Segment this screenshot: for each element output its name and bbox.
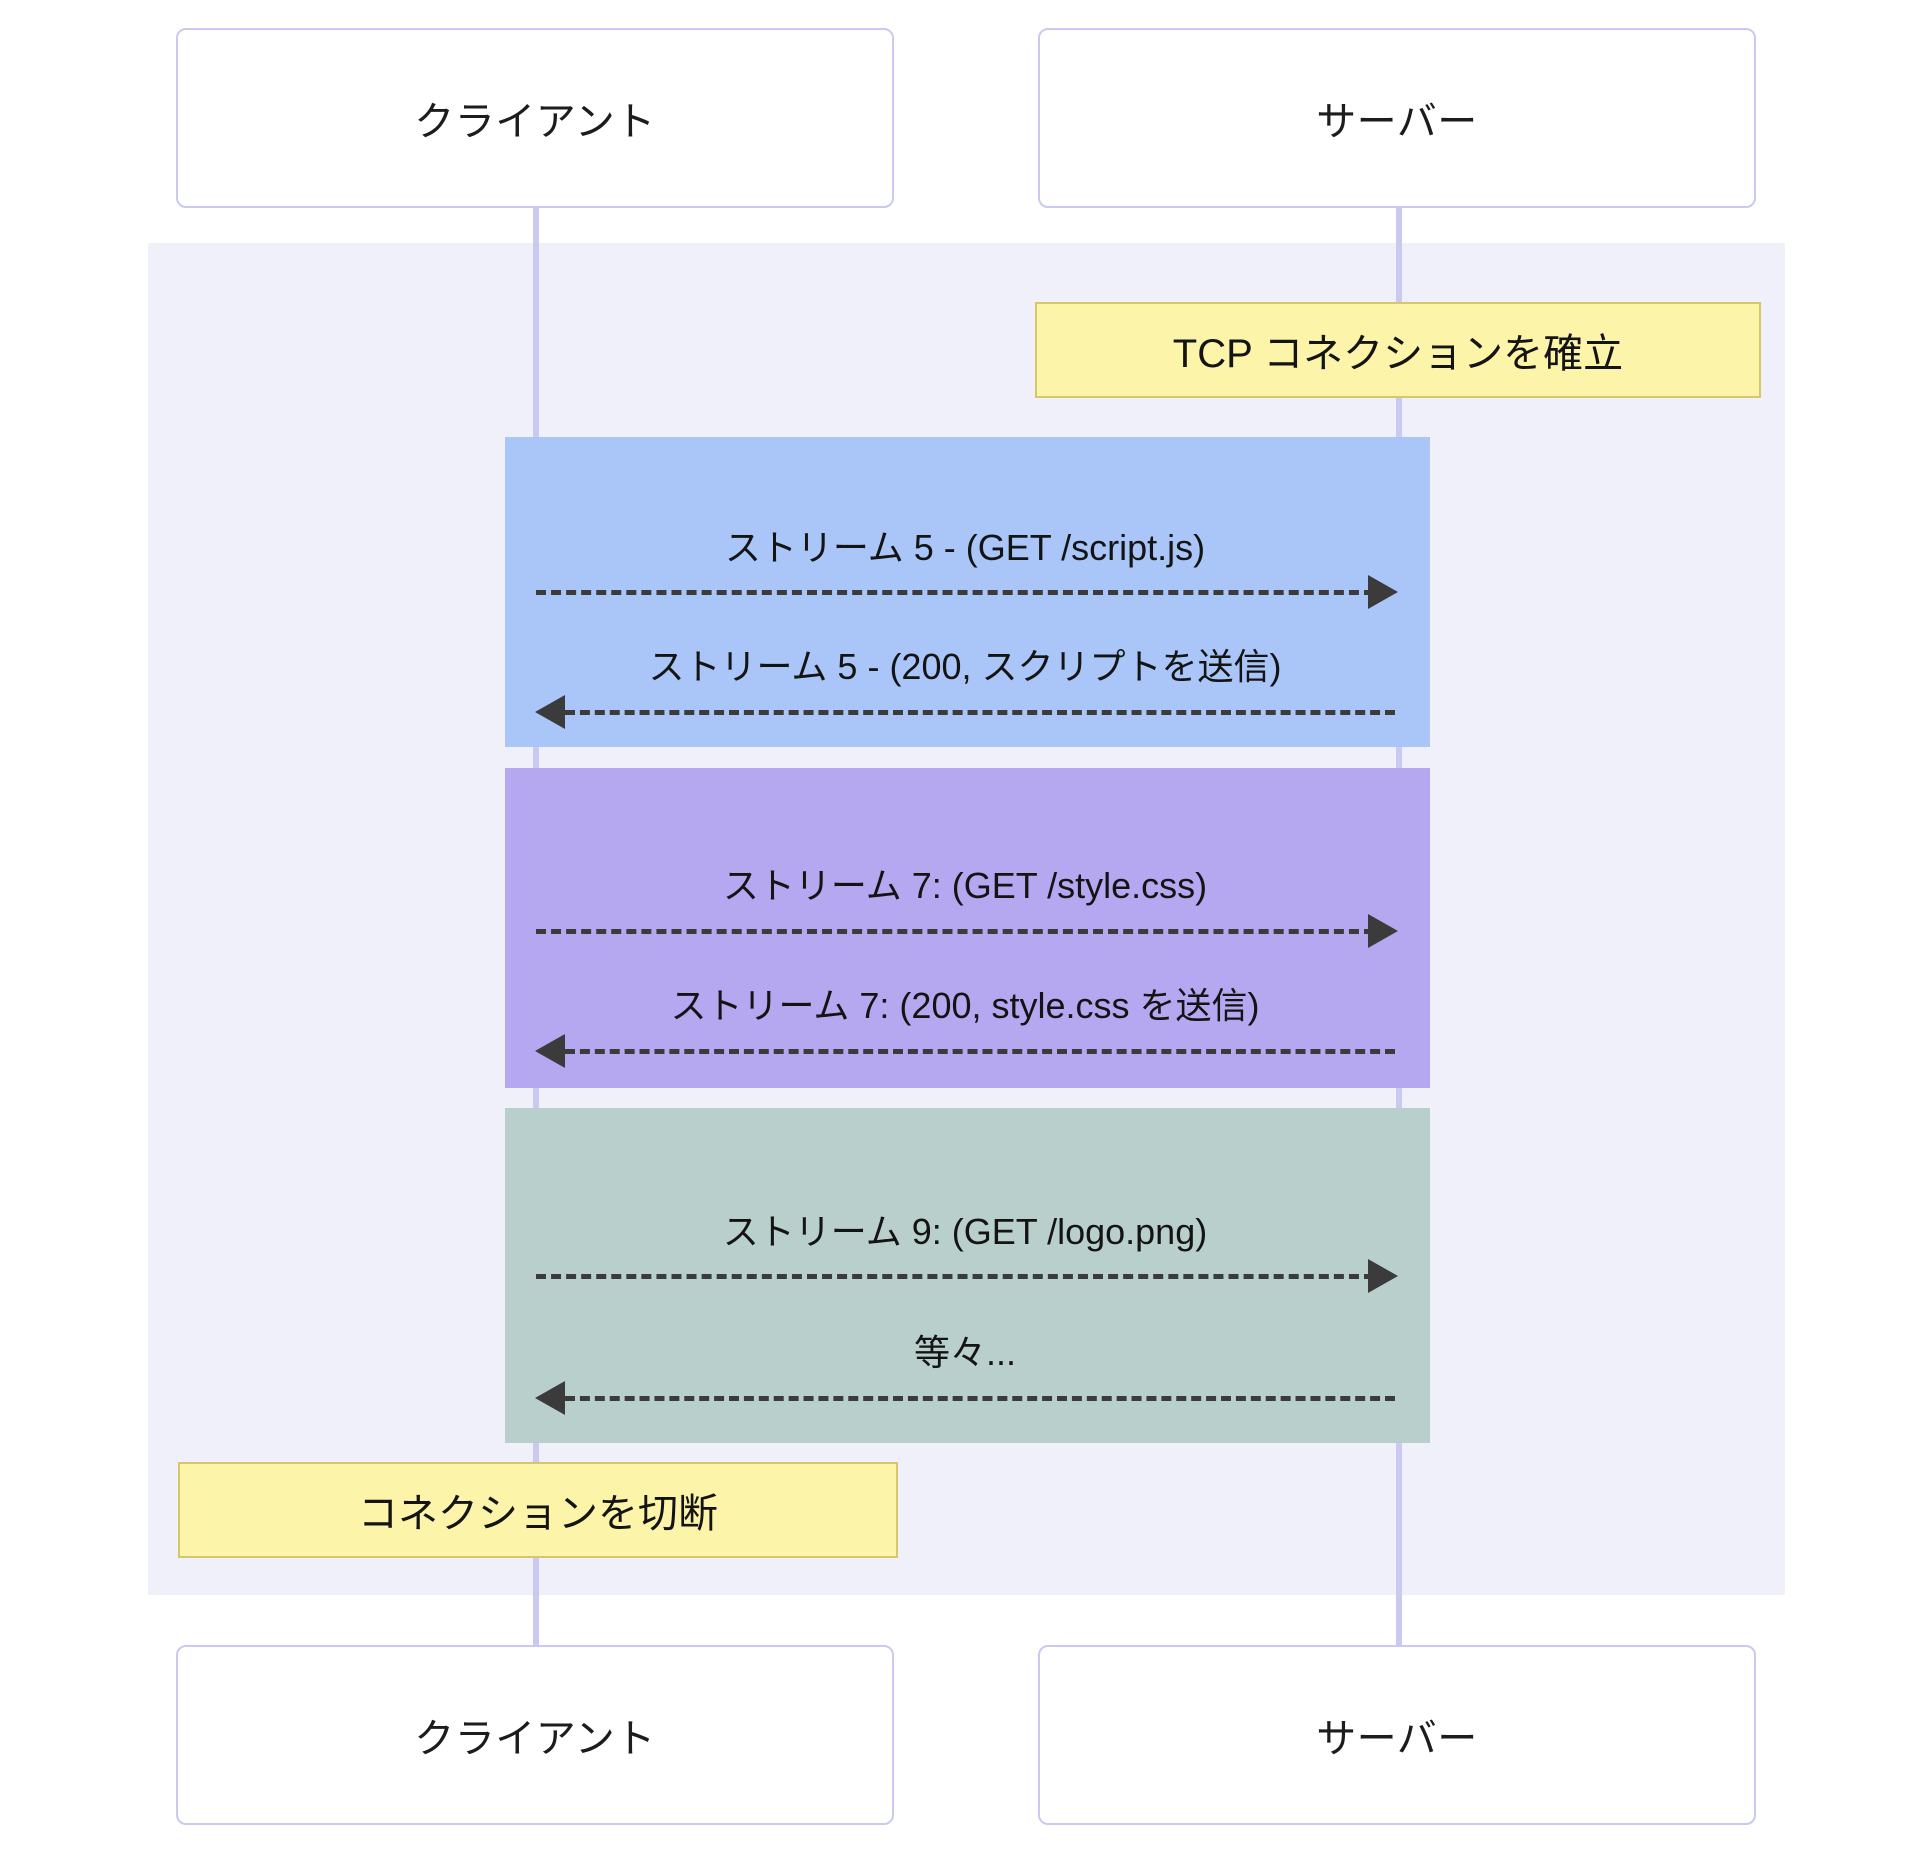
msg-stream7-request-line <box>536 929 1374 934</box>
block-style <box>505 768 1430 1088</box>
msg-etc-response-label: 等々... <box>913 1332 1017 1373</box>
msg-stream9-request-label: ストリーム 9: (GET /logo.png) <box>722 1211 1208 1252</box>
msg-stream5-request-line <box>536 590 1374 595</box>
note-tcp-connect-text: TCP コネクションを確立 <box>1172 332 1624 376</box>
msg-stream9-request-arrowhead <box>1368 1259 1398 1293</box>
note-disconnect[interactable]: コネクションを切断 <box>178 1462 898 1558</box>
actor-label-server-bottom: サーバー <box>1316 1717 1478 1761</box>
actor-box-client-top[interactable]: クライアント <box>176 28 894 208</box>
note-disconnect-text: コネクションを切断 <box>358 1492 718 1536</box>
msg-stream5-response-label: ストリーム 5 - (200, スクリプトを送信) <box>648 646 1282 687</box>
msg-stream7-request-arrowhead <box>1368 914 1398 948</box>
actor-label-server-top: サーバー <box>1316 100 1478 144</box>
actor-label-client-top: クライアント <box>414 100 656 144</box>
actor-box-server-bottom[interactable]: サーバー <box>1038 1645 1756 1825</box>
msg-stream7-request-label: ストリーム 7: (GET /style.css) <box>722 865 1208 906</box>
msg-stream5-request-label: ストリーム 5 - (GET /script.js) <box>724 527 1206 568</box>
actor-box-client-bottom[interactable]: クライアント <box>176 1645 894 1825</box>
actor-label-client-bottom: クライアント <box>414 1717 656 1761</box>
msg-stream7-response-line <box>565 1049 1395 1054</box>
msg-stream5-response-arrowhead <box>535 695 565 729</box>
msg-stream5-response-line <box>565 710 1395 715</box>
msg-etc-response-arrowhead <box>535 1381 565 1415</box>
msg-etc-response-line <box>565 1396 1395 1401</box>
msg-stream5-request-arrowhead <box>1368 575 1398 609</box>
note-tcp-connect[interactable]: TCP コネクションを確立 <box>1035 302 1761 398</box>
actor-box-server-top[interactable]: サーバー <box>1038 28 1756 208</box>
msg-stream7-response-arrowhead <box>535 1034 565 1068</box>
msg-stream7-response-label: ストリーム 7: (200, style.css を送信) <box>670 985 1260 1026</box>
msg-stream9-request-line <box>536 1274 1374 1279</box>
